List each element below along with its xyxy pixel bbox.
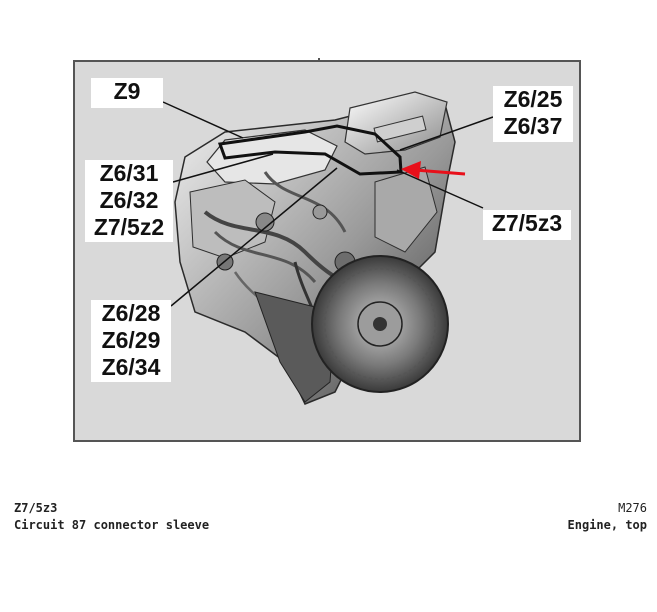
callout-label: Z6/31 [99, 160, 159, 186]
callout-label: Z9 [113, 78, 141, 104]
callout-label: Z6/37 [503, 113, 563, 139]
callout-z7-5z3: Z7/5z3 [483, 210, 571, 240]
caption-figure-ref: M276 [618, 501, 647, 515]
callout-z6-31-group: Z6/31 Z6/32 Z7/5z2 [85, 160, 173, 242]
caption-view: Engine, top [567, 518, 647, 532]
callout-label: Z6/28 [101, 300, 161, 326]
red-pointer-arrow [401, 161, 466, 179]
engine-illustration [162, 91, 494, 405]
callout-label: Z6/34 [101, 354, 161, 380]
callout-label: Z6/32 [99, 187, 159, 213]
callout-label: Z7/5z3 [491, 210, 563, 236]
callout-label: Z6/25 [503, 86, 563, 112]
callout-z6-25-z6-37: Z6/25 Z6/37 [493, 86, 573, 142]
caption-code: Z7/5z3 [14, 501, 58, 515]
callout-label: Z6/29 [101, 327, 161, 353]
callout-z6-28-group: Z6/28 Z6/29 Z6/34 [91, 300, 171, 382]
flywheel [311, 255, 449, 393]
leader-lines [162, 101, 494, 307]
callout-label: Z7/5z2 [93, 214, 165, 240]
callout-z9: Z9 [91, 78, 163, 108]
engine-figure-frame: Z9 Z6/25 Z6/37 Z6/31 Z6/32 Z7/5z2 Z7/5z3… [73, 60, 581, 442]
caption-description: Circuit 87 connector sleeve [14, 518, 210, 532]
